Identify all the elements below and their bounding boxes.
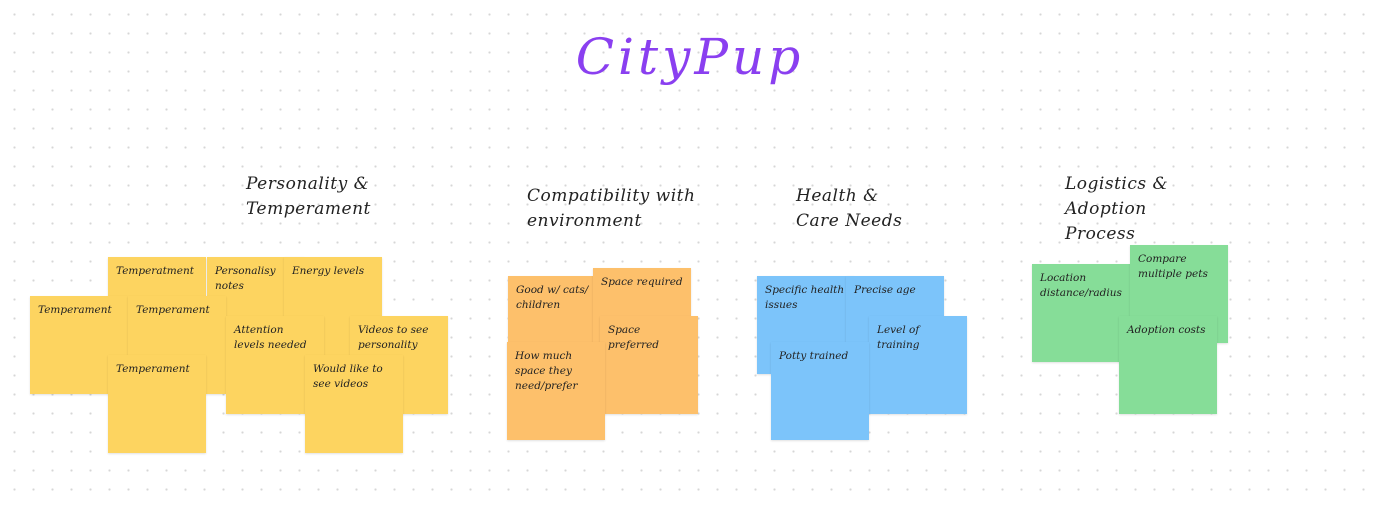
note-text: Compare multiple pets	[1138, 253, 1208, 280]
group-heading-health: Health & Care Needs	[796, 186, 903, 231]
sticky-note[interactable]: Space preferred	[600, 316, 698, 414]
note-text: Space preferred	[608, 324, 660, 351]
sticky-note[interactable]: Level of training	[869, 316, 967, 414]
note-text: Would like to see videos	[313, 363, 383, 390]
note-text: Temperament	[116, 363, 190, 375]
note-text: Location distance/radius	[1040, 272, 1122, 299]
sticky-note[interactable]: Adoption costs	[1119, 316, 1217, 414]
group-heading-logistics: Logistics & Adoption Process	[1065, 174, 1169, 244]
note-text: Good w/ cats/ children	[516, 284, 589, 311]
note-text: Temperatment	[116, 265, 194, 277]
group-heading-compatibility: Compatibility with environment	[527, 186, 696, 231]
note-text: Personalisy notes	[215, 265, 276, 292]
note-text: Attention levels needed	[234, 324, 307, 351]
note-text: How much space they need/prefer	[515, 350, 578, 392]
board-title: CityPup	[575, 28, 805, 86]
sticky-note[interactable]: Would like to see videos	[305, 355, 403, 453]
sticky-note[interactable]: Potty trained	[771, 342, 869, 440]
note-text: Specific health issues	[765, 284, 845, 311]
note-text: Temperament	[38, 304, 112, 316]
note-text: Adoption costs	[1127, 324, 1206, 336]
sticky-note[interactable]: How much space they need/prefer	[507, 342, 605, 440]
sticky-note[interactable]: Temperament	[108, 355, 206, 453]
note-text: Space required	[601, 276, 683, 288]
note-text: Videos to see personality	[358, 324, 429, 351]
note-text: Level of training	[877, 324, 920, 351]
note-text: Potty trained	[779, 350, 849, 362]
note-text: Temperament	[136, 304, 210, 316]
note-text: Precise age	[854, 284, 916, 296]
note-text: Energy levels	[292, 265, 365, 277]
sticky-note[interactable]: Location distance/radius	[1032, 264, 1130, 362]
group-heading-personality: Personality & Temperament	[246, 174, 371, 219]
